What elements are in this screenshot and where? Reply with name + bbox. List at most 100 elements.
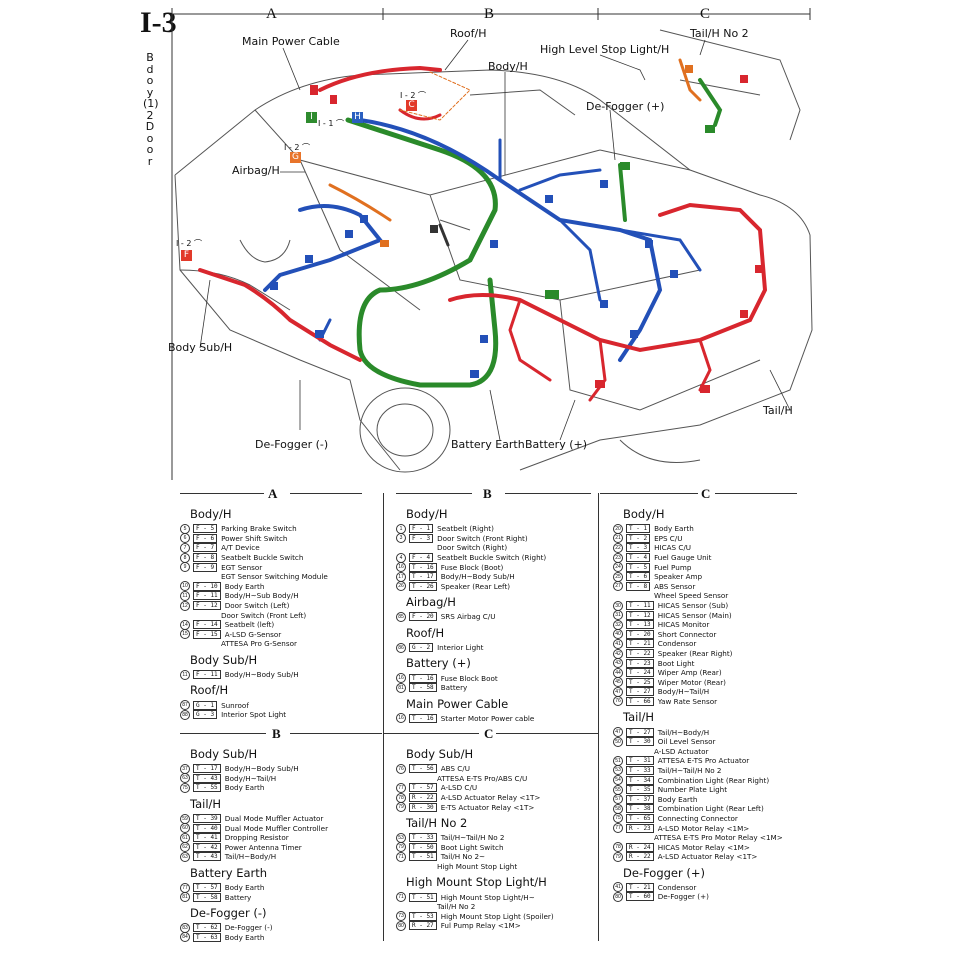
connector-number: 88 — [180, 709, 190, 720]
connector-description: Seatbelt (Right) — [437, 524, 494, 534]
connector-code: T - 41 — [193, 833, 221, 843]
connector-number: 31 — [613, 610, 623, 621]
connector-description: Dual Mode Muffler Actuator — [224, 814, 324, 824]
connector-description: Tail/H~Tail/H No 2 — [657, 765, 722, 775]
connector-description: ABS C/U — [440, 764, 470, 774]
index-group-title: Tail/H — [623, 710, 655, 725]
connector-description: Seatbelt Buckle Switch — [221, 553, 304, 563]
connector-number: 57 — [613, 794, 623, 805]
connector-description: ATTESA Pro G-Sensor — [221, 639, 297, 649]
connector-code: T - 55 — [193, 783, 221, 793]
connector-code: T - 38 — [626, 804, 654, 814]
index-row: ATTESA E-TS Pro Motor Relay <1M> — [613, 833, 813, 843]
connector-number: 58 — [613, 803, 623, 814]
connector-code: T - 1 — [626, 524, 651, 534]
index-group-title: Body/H — [623, 507, 665, 521]
connector-code: T - 66 — [626, 696, 654, 706]
connector-code: F - 20 — [409, 612, 437, 622]
connector-description: Body/H~Tail/H — [224, 773, 277, 783]
tag-f-note: I - 2 ⌒ — [176, 239, 202, 248]
connector-code: T - 16 — [409, 562, 437, 572]
connector-number: 50 — [613, 736, 623, 747]
connector-number: 75 — [180, 782, 190, 793]
index-group-title: Body Sub/H — [406, 747, 474, 761]
sheet-title-char: o — [146, 74, 154, 87]
connector-description: HICAS Motor Relay <1M> — [657, 842, 750, 852]
connector-description: Speaker Amp — [654, 572, 703, 582]
connector-code: T - 16 — [409, 713, 437, 723]
connector-description: Sunroof — [221, 700, 249, 710]
connector-description: Fuse Block Boot — [440, 673, 498, 683]
connector-description: Dropping Resistor — [224, 833, 289, 843]
connector-number: 26 — [396, 581, 406, 592]
connector-description: Seatbelt (left) — [224, 620, 275, 630]
connector-number: 77 — [180, 882, 190, 893]
connector-code: F - 5 — [193, 524, 218, 534]
connector-number: 45 — [613, 677, 623, 688]
connector-number: 47 — [613, 686, 623, 697]
connector-description: SRS Airbag C/U — [440, 612, 496, 622]
connector-number: 23 — [613, 552, 623, 563]
connector-code: F - 1 — [409, 524, 434, 534]
connector-number: 24 — [613, 562, 623, 573]
connector-number: 16 — [396, 562, 406, 573]
connector-code: T - 27 — [626, 727, 654, 737]
connector-description: Fuel Pump — [654, 562, 692, 572]
index-row: Wheel Speed Sensor — [613, 591, 813, 601]
connector-description: Fuel Gauge Unit — [654, 553, 712, 563]
connector-code: T - 21 — [626, 882, 654, 892]
connector-code: F - 14 — [193, 620, 221, 630]
index-group-title: Tail/H — [190, 796, 222, 811]
connector-number: 17 — [396, 571, 406, 582]
connector-number: 62 — [180, 842, 190, 853]
connector-code: F - 4 — [409, 553, 434, 563]
index-group-title: Roof/H — [406, 625, 445, 640]
connector-description: Body/H~Body Sub/H — [440, 572, 515, 582]
connector-number: 85 — [396, 611, 406, 622]
connector-code: T - 63 — [193, 932, 221, 942]
section-b-letter: B — [483, 486, 492, 501]
connector-description: Yaw Rate Sensor — [657, 696, 718, 706]
connector-description: ABS Sensor — [654, 581, 696, 591]
connector-code: T - 21 — [626, 639, 654, 649]
connector-description: ATTESA E-TS Pro Actuator — [657, 756, 750, 766]
connector-number: 81 — [180, 892, 190, 903]
connector-number: 54 — [613, 775, 623, 786]
label-body-h: Body/H — [488, 60, 528, 73]
connector-description: Wheel Speed Sensor — [654, 591, 729, 601]
connector-code: T - 26 — [409, 581, 437, 591]
connector-code: G - 1 — [193, 700, 218, 710]
sheet-title-char: (1) — [143, 97, 159, 110]
connector-description: A-LSD Actuator Relay <1T> — [657, 852, 758, 862]
connector-number: 8 — [180, 552, 190, 563]
connector-description: A-LSD Motor Relay <1M> — [657, 823, 750, 833]
connector-description: Speaker (Rear Right) — [657, 649, 733, 659]
connector-number: 60 — [180, 823, 190, 834]
connector-description: EGT Sensor Switching Module — [221, 572, 328, 582]
